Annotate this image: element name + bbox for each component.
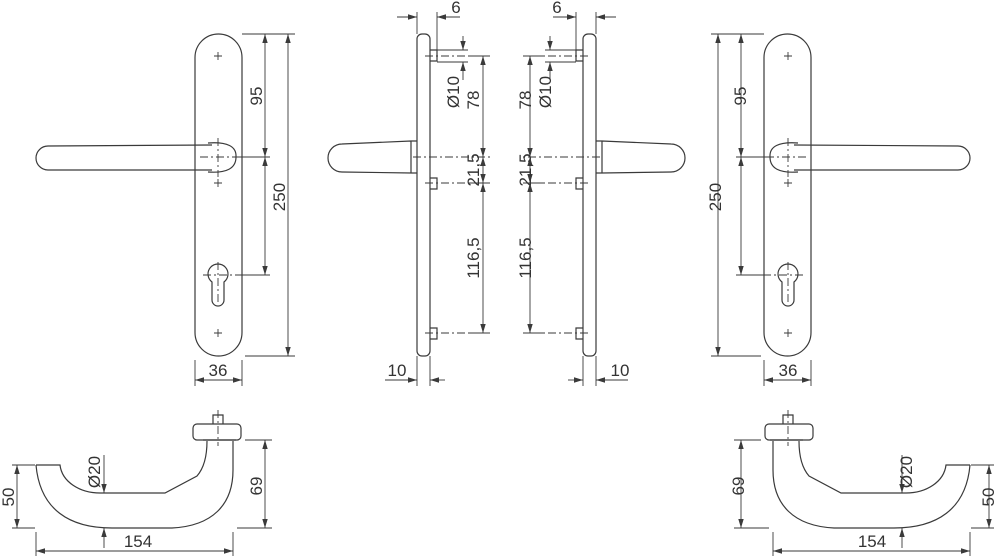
label-250: 250 [270,183,289,211]
label-116-5: 116,5 [516,237,535,278]
keyhole-icon [207,263,229,307]
label-154: 154 [124,532,152,551]
label-78: 78 [516,91,535,110]
front-view-left [35,33,295,386]
fixing-pins [430,49,438,340]
centerlines [413,55,490,334]
label-50: 50 [979,488,998,507]
lever-handle-top [35,440,234,529]
top-view-left [12,410,272,556]
label-36: 36 [209,361,228,380]
label-95: 95 [731,87,750,106]
label-250: 250 [706,183,725,211]
extension-lines [12,439,272,556]
side-view-right [523,12,685,386]
lever-handle [35,144,213,171]
label-95: 95 [247,87,266,106]
screw-hole-icon [214,52,222,337]
label-50: 50 [0,488,18,507]
extension-lines-6 [416,12,438,50]
label-154: 154 [858,532,886,551]
label-78: 78 [464,91,483,110]
extension-lines-10 [416,356,431,386]
label-69: 69 [729,477,748,496]
label-6: 6 [451,0,460,17]
label-21-5: 21,5 [516,153,535,186]
backplate-side [416,33,431,357]
label-21-5: 21,5 [464,153,483,186]
extension-lines [437,49,490,334]
spindle-top [203,414,236,441]
lever-handle-side [327,140,417,174]
extension-lines [235,33,295,357]
backplate [194,33,243,357]
keyhole-centerline [203,262,233,304]
label-d10: Ø10 [536,76,555,108]
label-d20: Ø20 [85,456,104,488]
label-6: 6 [552,0,561,17]
label-d10: Ø10 [444,76,463,108]
label-10: 10 [611,361,630,380]
rose-top [192,423,242,441]
label-36: 36 [779,361,798,380]
label-d20: Ø20 [897,456,916,488]
label-116-5: 116,5 [464,237,483,278]
rose [207,142,237,173]
label-69: 69 [247,477,266,496]
side-view-left [327,12,490,386]
label-10: 10 [388,361,407,380]
spindle-centerline [200,138,240,177]
